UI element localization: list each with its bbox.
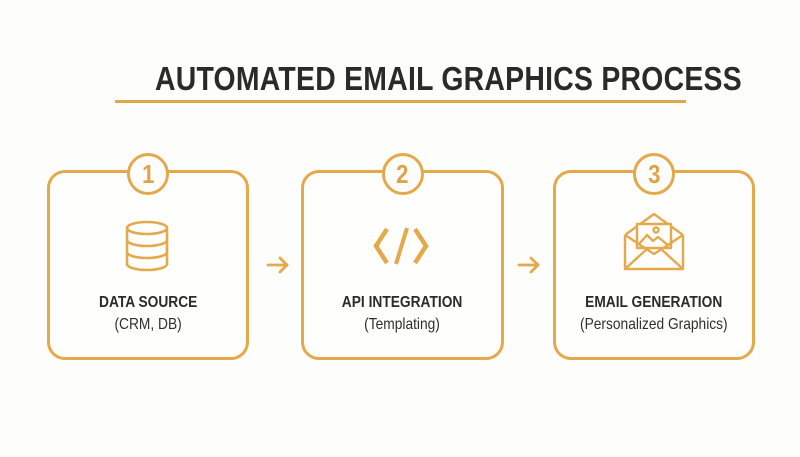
step-email-generation: 3 EMAIL GENERATION (Personalized Graphic… bbox=[553, 153, 755, 360]
step-sublabel: (Templating) bbox=[364, 316, 441, 333]
step-label: EMAIL GENERATION bbox=[585, 294, 723, 311]
step-sublabel: (Personalized Graphics) bbox=[580, 316, 728, 333]
step-label: DATA SOURCE bbox=[98, 294, 198, 311]
step-number-badge: 1 bbox=[127, 153, 169, 195]
arrow-right-icon bbox=[266, 255, 290, 280]
database-icon bbox=[123, 220, 171, 272]
envelope-image-icon bbox=[622, 211, 686, 273]
code-icon bbox=[372, 225, 430, 267]
step-data-source: 1 DATA SOURCE (CRM, DB) bbox=[47, 153, 249, 360]
arrow-right-icon bbox=[517, 255, 541, 280]
title-underline bbox=[115, 100, 686, 103]
step-api-integration: 2 API INTEGRATION (Templating) bbox=[301, 153, 504, 360]
step-sublabel: (CRM, DB) bbox=[114, 316, 182, 333]
step-number-badge: 3 bbox=[633, 153, 675, 195]
diagram-title: AUTOMATED EMAIL GRAPHICS PROCESS bbox=[154, 60, 742, 97]
step-number-badge: 2 bbox=[381, 153, 424, 195]
step-label: API INTEGRATION bbox=[342, 294, 463, 311]
